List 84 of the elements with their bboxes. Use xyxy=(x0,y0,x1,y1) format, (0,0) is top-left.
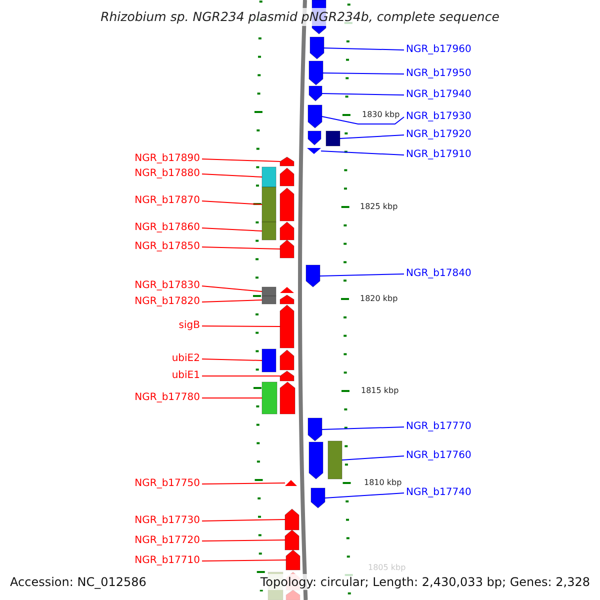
gene-label: NGR_b17860 xyxy=(134,222,200,234)
gene-block xyxy=(328,441,342,479)
gene-label: NGR_b17880 xyxy=(134,168,200,180)
leader-line xyxy=(202,200,262,205)
leader-line xyxy=(322,426,404,430)
scale-label: 1810 kbp xyxy=(364,478,402,488)
gene-block xyxy=(262,287,276,296)
leader-line xyxy=(342,456,404,460)
leader-line xyxy=(202,326,280,327)
gene-feature xyxy=(280,240,294,258)
gene-block xyxy=(262,187,276,222)
leader-line xyxy=(202,519,286,522)
leader-line xyxy=(202,174,262,178)
leader-line xyxy=(202,246,280,250)
gene-label: NGR_b17850 xyxy=(134,241,200,253)
gene-feature xyxy=(308,105,322,128)
scale-label: 1820 kbp xyxy=(360,294,398,304)
scale-label: 1825 kbp xyxy=(360,202,398,212)
gene-label: NGR_b17920 xyxy=(406,129,472,141)
leader-line xyxy=(202,560,286,562)
gene-block xyxy=(262,349,276,372)
gene-feature xyxy=(308,418,322,441)
gene-feature xyxy=(280,350,294,370)
gene-feature xyxy=(280,168,294,186)
gene-feature xyxy=(280,222,294,240)
gene-label: NGR_b17740 xyxy=(406,487,472,499)
gene-label: NGR_b17940 xyxy=(406,89,472,101)
leader-line xyxy=(322,93,404,96)
gene-label: NGR_b17720 xyxy=(134,535,200,547)
leader-line xyxy=(322,72,404,74)
leader-line xyxy=(340,134,404,139)
gene-feature xyxy=(280,188,294,221)
gene-label: NGR_b17890 xyxy=(134,153,200,165)
gene-feature xyxy=(311,488,325,508)
gene-label: NGR_b17870 xyxy=(134,195,200,207)
gene-feature xyxy=(286,550,300,570)
gene-feature xyxy=(285,530,299,550)
leader-line xyxy=(202,286,262,292)
gene-label: NGR_b17750 xyxy=(134,478,200,490)
gene-label: NGR_b17780 xyxy=(134,392,200,404)
leader-line xyxy=(202,540,286,542)
leader-line xyxy=(324,48,404,50)
gene-label: NGR_b17830 xyxy=(134,280,200,292)
sequence-info-note: Topology: circular; Length: 2,430,033 bp; Genes: 2,328 xyxy=(258,574,592,590)
gene-block xyxy=(262,382,277,414)
leader-line xyxy=(320,274,404,276)
gene-feature xyxy=(309,86,322,101)
gene-feature xyxy=(285,509,299,530)
accession-note: Accession: NC_012586 xyxy=(8,574,148,590)
gene-feature xyxy=(307,148,321,154)
scale-label: 1830 kbp xyxy=(362,110,400,120)
gene-feature xyxy=(285,480,297,486)
leader-line xyxy=(202,300,262,302)
leader-line xyxy=(202,158,280,162)
leader-line xyxy=(202,358,262,361)
leader-line xyxy=(322,116,404,124)
gene-label: NGR_b17820 xyxy=(134,296,200,308)
gene-block xyxy=(326,131,340,146)
gene-label: NGR_b17730 xyxy=(134,515,200,527)
gene-label: NGR_b17770 xyxy=(406,421,472,433)
gene-label: NGR_b17760 xyxy=(406,450,472,462)
gene-feature xyxy=(310,37,324,59)
gene-label: NGR_b17930 xyxy=(406,111,472,123)
gene-block xyxy=(262,167,276,187)
leader-line xyxy=(324,492,404,498)
gene-label: NGR_b17960 xyxy=(406,44,472,56)
gene-feature xyxy=(308,131,321,145)
gene-label: ubiE1 xyxy=(172,370,200,382)
gene-label: NGR_b17710 xyxy=(134,555,200,567)
leader-line xyxy=(320,150,404,156)
gene-label: NGR_b17910 xyxy=(406,149,472,161)
leader-line xyxy=(202,482,286,484)
gene-label: ubiE2 xyxy=(172,353,200,365)
gene-block xyxy=(262,222,276,240)
scale-label: 1815 kbp xyxy=(361,386,399,396)
gene-feature xyxy=(280,287,294,293)
gene-feature xyxy=(309,61,323,85)
gene-label: NGR_b17950 xyxy=(406,68,472,80)
leader-line xyxy=(202,228,262,232)
gene-label: sigB xyxy=(178,320,200,332)
gene-feature xyxy=(306,265,320,287)
gene-label: NGR_b17840 xyxy=(406,268,472,280)
gene-feature xyxy=(309,442,323,479)
gene-block xyxy=(262,296,276,304)
